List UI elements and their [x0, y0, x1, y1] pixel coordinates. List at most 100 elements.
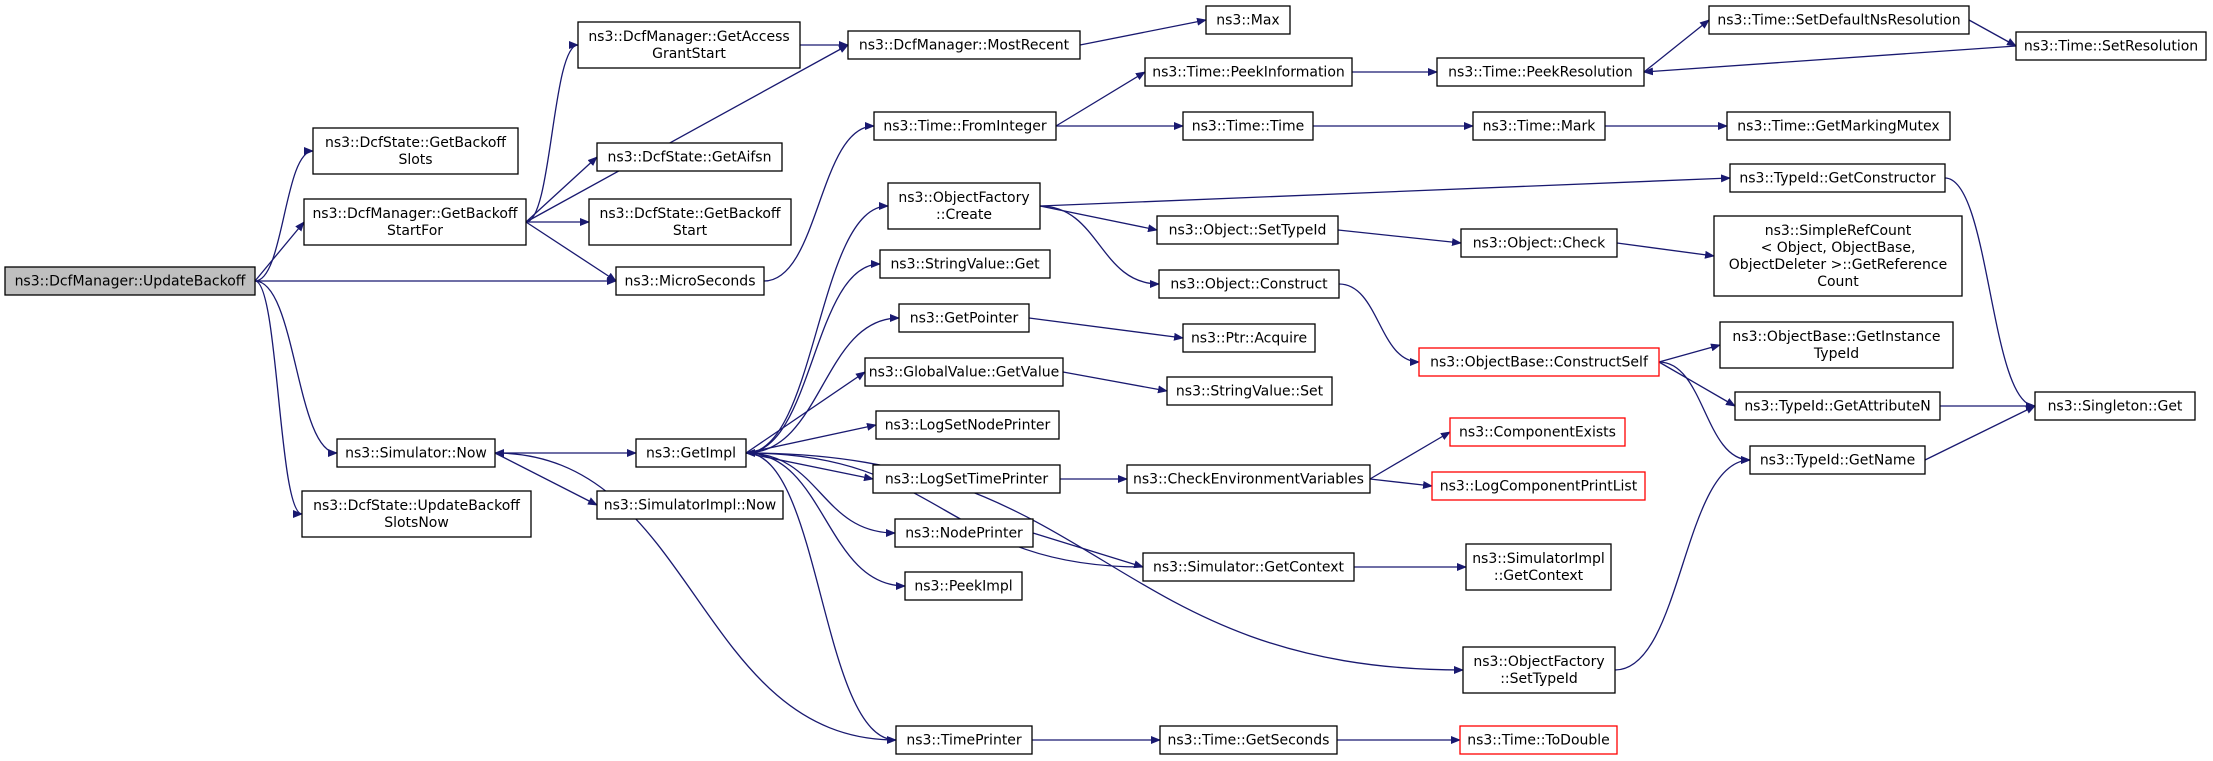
edge-getBackoffStartFor-to-getAccessGrantStart	[525, 41, 579, 223]
node-label: ns3::ComponentExists	[1459, 425, 1616, 441]
edge-timePrinter-to-simulatorNow	[494, 449, 897, 741]
edge-objectCheck-to-simpleRefCount	[1616, 242, 1715, 259]
edge-constructSelf-to-typeIdGetName	[1658, 361, 1751, 464]
node-label: ns3::Singleton::Get	[2048, 399, 2183, 415]
node-simpleRefCount[interactable]: ns3::SimpleRefCount< Object, ObjectBase,…	[1713, 215, 1963, 297]
node-timeGetSeconds[interactable]: ns3::Time::GetSeconds	[1159, 725, 1338, 755]
node-peekResolution[interactable]: ns3::Time::PeekResolution	[1436, 57, 1645, 87]
node-stringValueSet[interactable]: ns3::StringValue::Set	[1166, 376, 1333, 406]
node-label: ::SetTypeId	[1500, 671, 1578, 687]
node-simulatorImplGetContext[interactable]: ns3::SimulatorImpl::GetContext	[1465, 543, 1612, 591]
node-label: ns3::Max	[1216, 13, 1279, 29]
node-objectSetTypeId[interactable]: ns3::Object::SetTypeId	[1156, 215, 1339, 245]
node-getPointer[interactable]: ns3::GetPointer	[898, 303, 1030, 333]
edge-globalValueGetValue-to-stringValueSet	[1062, 371, 1168, 394]
node-box	[2015, 31, 2207, 61]
node-box	[1156, 215, 1339, 245]
edge-objectSetTypeId-to-objectCheck	[1337, 229, 1462, 247]
node-objectConstruct[interactable]: ns3::Object::Construct	[1158, 269, 1340, 299]
edge-objectFactoryCreate-to-typeIdGetConstructor	[1039, 174, 1731, 207]
node-label: ns3::Simulator::GetContext	[1153, 560, 1345, 576]
node-toDouble[interactable]: ns3::Time::ToDouble	[1459, 725, 1618, 755]
node-box	[1126, 464, 1371, 494]
node-label: ns3::Time::Mark	[1483, 119, 1597, 135]
node-box	[577, 21, 801, 69]
node-setResolution[interactable]: ns3::Time::SetResolution	[2015, 31, 2207, 61]
edge-updateBackoff-to-getBackoffStartFor	[254, 221, 305, 282]
node-typeIdGetName[interactable]: ns3::TypeId::GetName	[1749, 445, 1926, 475]
node-peekImpl[interactable]: ns3::PeekImpl	[904, 571, 1023, 601]
node-objectFactoryCreate[interactable]: ns3::ObjectFactory::Create	[887, 182, 1041, 230]
node-logSetNodePrinter[interactable]: ns3::LogSetNodePrinter	[875, 410, 1060, 440]
node-timeMark[interactable]: ns3::Time::Mark	[1472, 111, 1606, 141]
node-label: ns3::DcfState::GetBackoff	[599, 206, 780, 222]
node-label: ns3::MicroSeconds	[624, 274, 755, 290]
edge-getImpl-to-logSetTimePrinter	[745, 452, 874, 482]
node-logSetTimePrinter[interactable]: ns3::LogSetTimePrinter	[872, 464, 1061, 494]
edge-checkEnvVars-to-logComponentPrintList	[1369, 478, 1433, 489]
node-box	[847, 30, 1081, 60]
edge-getImpl-to-logSetNodePrinter	[745, 422, 877, 454]
node-label: ::Create	[936, 207, 992, 223]
node-stringValueGet[interactable]: ns3::StringValue::Get	[879, 249, 1051, 279]
edge-mostRecent-to-max	[1079, 17, 1207, 46]
node-globalValueGetValue[interactable]: ns3::GlobalValue::GetValue	[864, 357, 1064, 387]
node-box	[873, 111, 1057, 141]
node-ptrAcquire[interactable]: ns3::Ptr::Acquire	[1182, 323, 1316, 353]
node-typeIdGetConstructor[interactable]: ns3::TypeId::GetConstructor	[1729, 163, 1946, 193]
edge-setDefaultNsResolution-to-setResolution	[1968, 19, 2017, 47]
node-checkEnvVars[interactable]: ns3::CheckEnvironmentVariables	[1126, 464, 1371, 494]
node-getMarkingMutex[interactable]: ns3::Time::GetMarkingMutex	[1726, 111, 1951, 141]
node-box	[879, 249, 1051, 279]
node-singletonGet[interactable]: ns3::Singleton::Get	[2034, 391, 2196, 421]
node-peekInformation[interactable]: ns3::Time::PeekInformation	[1144, 57, 1353, 87]
node-simulatorNow[interactable]: ns3::Simulator::Now	[336, 438, 496, 468]
node-nodePrinter[interactable]: ns3::NodePrinter	[894, 518, 1034, 548]
node-componentExists[interactable]: ns3::ComponentExists	[1449, 417, 1626, 447]
node-label: ns3::LogSetNodePrinter	[885, 418, 1051, 434]
node-constructSelf[interactable]: ns3::ObjectBase::ConstructSelf	[1418, 347, 1660, 377]
node-box	[1729, 163, 1946, 193]
node-objectCheck[interactable]: ns3::Object::Check	[1460, 228, 1618, 258]
node-timeTime[interactable]: ns3::Time::Time	[1182, 111, 1314, 141]
node-setDefaultNsResolution[interactable]: ns3::Time::SetDefaultNsResolution	[1708, 5, 1970, 35]
node-microSeconds[interactable]: ns3::MicroSeconds	[615, 266, 765, 296]
node-label: ns3::ObjectFactory	[1473, 654, 1604, 670]
node-max[interactable]: ns3::Max	[1205, 5, 1291, 35]
node-getImpl[interactable]: ns3::GetImpl	[635, 438, 747, 468]
node-box	[615, 266, 765, 296]
node-logComponentPrintList[interactable]: ns3::LogComponentPrintList	[1431, 471, 1646, 501]
node-getAifsn[interactable]: ns3::DcfState::GetAifsn	[596, 142, 783, 172]
node-box	[1436, 57, 1645, 87]
node-label: ns3::Time::GetMarkingMutex	[1737, 119, 1939, 135]
node-label: ns3::Time::SetDefaultNsResolution	[1717, 13, 1960, 29]
node-fromInteger[interactable]: ns3::Time::FromInteger	[873, 111, 1057, 141]
edge-objectConstruct-to-constructSelf	[1338, 283, 1420, 366]
node-updateBackoff[interactable]: ns3::DcfManager::UpdateBackoff	[4, 266, 256, 296]
node-timePrinter[interactable]: ns3::TimePrinter	[895, 725, 1033, 755]
node-box	[872, 464, 1061, 494]
node-objectFactorySetTypeId[interactable]: ns3::ObjectFactory::SetTypeId	[1462, 646, 1616, 694]
node-label: ns3::Ptr::Acquire	[1191, 331, 1307, 347]
edge-setResolution-to-peekResolution	[1643, 45, 2017, 76]
node-label: ns3::TypeId::GetName	[1760, 453, 1915, 469]
edge-updateBackoff-to-getBackoffSlots	[254, 147, 314, 282]
node-getAttributeN[interactable]: ns3::TypeId::GetAttributeN	[1734, 391, 1941, 421]
node-box	[894, 518, 1034, 548]
node-mostRecent[interactable]: ns3::DcfManager::MostRecent	[847, 30, 1081, 60]
node-label: ns3::DcfManager::GetBackoff	[312, 206, 517, 222]
node-label: ns3::Time::PeekInformation	[1152, 65, 1345, 81]
node-simulatorGetContext[interactable]: ns3::Simulator::GetContext	[1142, 552, 1355, 582]
node-label: ns3::Object::SetTypeId	[1169, 223, 1327, 239]
node-label: ns3::Simulator::Now	[345, 446, 487, 462]
node-simulatorImplNow[interactable]: ns3::SimulatorImpl::Now	[596, 490, 784, 520]
node-label: Count	[1817, 274, 1859, 290]
node-box	[1472, 111, 1606, 141]
node-box	[2034, 391, 2196, 421]
